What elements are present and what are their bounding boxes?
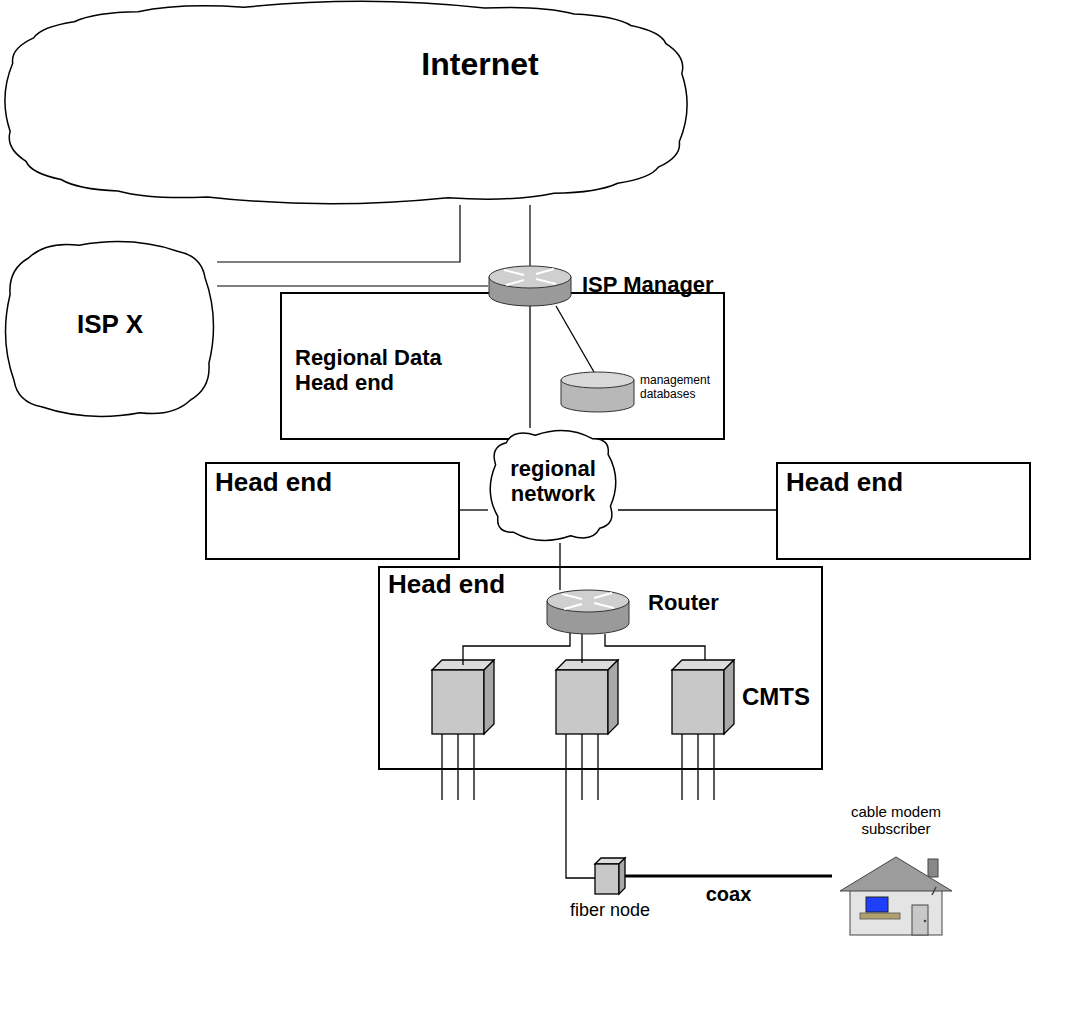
- fiber-node-box: fiber node: [595, 858, 625, 894]
- router-cmts-wire: [463, 632, 570, 665]
- connector-line: [556, 306, 594, 372]
- fiber-node-box-outline: [595, 858, 625, 894]
- router-icon: Router: [546, 590, 630, 634]
- node-label: Head end: [215, 468, 435, 498]
- connector-line: [217, 205, 460, 262]
- cmts-side: [484, 660, 494, 734]
- house-roof: [840, 857, 952, 891]
- door-knob: [924, 920, 927, 923]
- cmts-front: [556, 670, 608, 734]
- node-label: management databases: [640, 374, 720, 402]
- node-label: CMTS: [742, 683, 818, 711]
- cmts-front: [432, 670, 484, 734]
- cylinder-top: [561, 372, 634, 388]
- node-label: cable modem subscriber: [836, 803, 956, 838]
- cloud-outline: [5, 242, 213, 417]
- cmts-cable: [697, 734, 698, 800]
- internet-cloud-outline: [2, 0, 690, 205]
- cmts-cable: [457, 734, 458, 800]
- connector-line: [618, 509, 776, 510]
- cmts-box: [432, 660, 494, 734]
- headend-box: Head endRouterCMTS: [378, 566, 823, 770]
- node-label: regional network: [496, 456, 610, 507]
- subscriber-house: cable modem subscriber: [832, 855, 960, 937]
- node-label: Regional Data Head end: [295, 345, 485, 396]
- database-icon-outline: [560, 372, 635, 412]
- router-arrow: [564, 604, 582, 609]
- router-arrow: [536, 269, 554, 274]
- node-label: Head end: [388, 570, 608, 600]
- isp-cloud: ISP X: [2, 238, 217, 420]
- router-arrow: [504, 270, 524, 275]
- connector-line: [605, 634, 705, 660]
- network-cloud: regional network: [488, 428, 618, 543]
- connector-line: [529, 205, 530, 266]
- antenna: [932, 887, 936, 895]
- box-side: [619, 858, 625, 894]
- edge-label: coax: [703, 883, 755, 906]
- cmts-cable: [713, 734, 714, 800]
- connector-line: [460, 509, 488, 510]
- house-door: [912, 905, 928, 935]
- connector-line: [625, 875, 832, 878]
- box-front: [595, 864, 619, 894]
- house-chimney: [928, 859, 938, 877]
- router-arrow: [562, 594, 582, 599]
- node-label: Internet: [395, 46, 565, 83]
- cmts-cable: [581, 734, 582, 800]
- connector-line: [529, 306, 530, 428]
- box-side: [724, 660, 734, 734]
- subscriber-house-outline: [832, 855, 960, 937]
- cmts-fiber-cable: [566, 734, 596, 878]
- router-arrow: [594, 593, 612, 598]
- cmts-side: [608, 660, 618, 734]
- router-arrow: [506, 280, 524, 285]
- router-arrow: [536, 279, 556, 284]
- cmts-cable: [597, 734, 598, 800]
- router-cmts-wire: [581, 634, 582, 663]
- cylinder-top: [547, 590, 629, 612]
- cylinder-top: [489, 266, 571, 288]
- database-icon: management databases: [560, 372, 635, 412]
- cloud-outline: [490, 431, 616, 541]
- connector-line: [217, 285, 488, 286]
- headend-box: Regional Data Head endISP Managermanagem…: [280, 292, 725, 440]
- house-wall: [850, 887, 942, 935]
- headend-box: Head end: [205, 462, 460, 560]
- router-icon-outline: [546, 590, 630, 634]
- node-label: ISP Manager: [582, 272, 720, 297]
- node-label: Router: [648, 590, 748, 615]
- cmts-cable: [681, 734, 682, 800]
- node-label: fiber node: [560, 900, 660, 921]
- cmts-cable: [441, 734, 442, 800]
- node-label: Head end: [786, 468, 1006, 498]
- internet-cloud: Internet: [2, 0, 690, 205]
- cloud-outline: [5, 1, 687, 203]
- headend-box: Head end: [776, 462, 1031, 560]
- router-icon: ISP Manager: [488, 266, 572, 306]
- cmts-cable: [473, 734, 474, 800]
- box-front: [672, 670, 724, 734]
- desk: [860, 913, 900, 919]
- router-icon-outline: [488, 266, 572, 306]
- cmts-box: [556, 660, 618, 734]
- computer-screen: [866, 897, 888, 912]
- cmts-box: CMTS: [672, 660, 734, 734]
- node-label: ISP X: [45, 310, 175, 340]
- router-arrow: [594, 603, 614, 608]
- cmts-box-outline: [672, 660, 734, 734]
